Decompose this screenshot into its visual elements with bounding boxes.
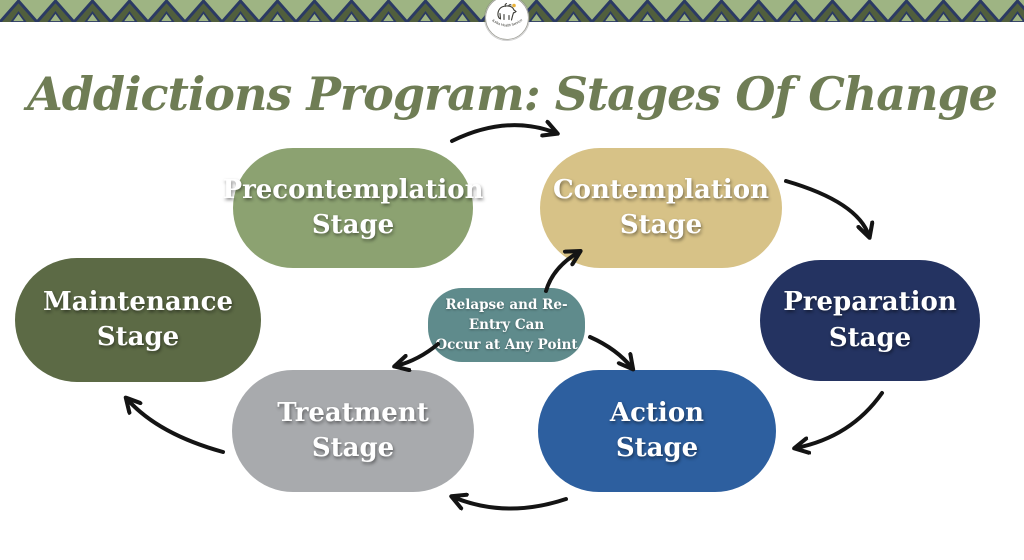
relapse-note: Relapse and Re-Entry Can Occur at Any Po… — [428, 288, 585, 362]
stage-action: Action Stage — [538, 370, 776, 492]
stage-preparation: Preparation Stage — [760, 260, 980, 381]
stage-treatment: Treatment Stage — [232, 370, 474, 492]
logo: Siksika Health Services — [485, 0, 529, 40]
arrow-contemplation-to-preparation — [784, 179, 869, 236]
arrow-center-to-action — [588, 335, 632, 368]
stage-precontemplation: Precontemplation Stage — [223, 148, 483, 268]
stage-contemplation: Contemplation Stage — [540, 148, 782, 268]
arrow-precontemplation-to-contemplation — [450, 125, 556, 143]
bison-icon: Siksika Health Services — [485, 0, 529, 40]
page-title: Addictions Program: Stages Of Change — [27, 66, 998, 121]
arrow-treatment-to-maintenance — [127, 399, 225, 454]
stage-maintenance: Maintenance Stage — [15, 258, 261, 382]
arrow-preparation-to-action — [796, 391, 884, 448]
arrow-action-to-treatment — [453, 497, 568, 511]
